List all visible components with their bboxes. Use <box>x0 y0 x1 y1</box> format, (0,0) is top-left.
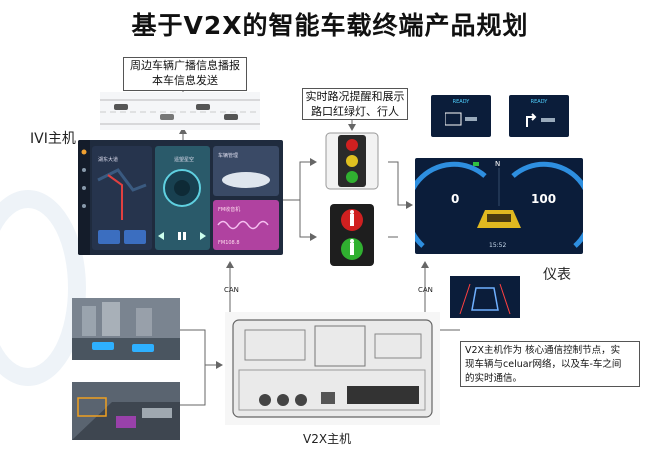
arrow-ivi-to-ped <box>299 200 317 241</box>
car-outline-icon <box>471 287 499 311</box>
waveform-icon <box>217 220 269 230</box>
connector-port-icon <box>295 394 307 406</box>
car-icon <box>196 104 210 110</box>
ivi-screen: 湖东大道 遥望星空 车辆管理 FM收音机 FM108.8 <box>78 140 283 255</box>
vehicle-marker-icon <box>132 344 154 352</box>
broadcast-line-1: 周边车辆广播信息播报 <box>130 59 240 72</box>
detection-box-icon <box>77 397 107 417</box>
yellow-light-icon <box>346 155 358 167</box>
can-label-right: CAN <box>418 286 433 294</box>
arrow-ivi-to-light <box>283 158 317 201</box>
radio-frequency: FM108.8 <box>218 240 240 246</box>
arrow-sensor-top <box>180 329 223 369</box>
ethernet-port-icon <box>321 392 335 404</box>
left-gauge-arc <box>415 161 487 248</box>
cluster-clock: 15:52 <box>489 242 507 249</box>
ivi-label: IVI主机 <box>30 131 76 147</box>
page-title: 基于V2X的智能车载终端产品规划 <box>131 11 529 40</box>
radio-label: FM收音机 <box>218 207 241 213</box>
screen-icon <box>445 112 462 126</box>
arrow-light-to-cluster <box>388 161 413 209</box>
car-icon <box>160 114 174 120</box>
vehicle-marker-icon <box>92 342 114 350</box>
connector-port-icon <box>259 394 271 406</box>
green-light-icon <box>346 171 358 183</box>
v2x-desc-line-3: 的实时通信。 <box>465 373 523 384</box>
v2x-desc-line-1: V2X主机作为 核心通信控制节点，实 <box>465 345 621 356</box>
nav-button[interactable] <box>98 230 120 244</box>
traffic-line-2: 路口红绿灯、行人 <box>311 105 399 118</box>
car-label: 车辆管理 <box>218 153 239 159</box>
v2x-desc-line-2: 现车辆与celuar网络，以及车-车之间 <box>465 359 622 370</box>
car-image-icon <box>222 172 270 188</box>
indicator-icon <box>473 162 479 166</box>
media-title: 遥望星空 <box>174 157 195 163</box>
radio-tile[interactable] <box>213 200 279 250</box>
notice-panel-1: READY <box>431 95 491 137</box>
parking-view-image <box>450 276 520 318</box>
sensor-view-top <box>72 298 180 360</box>
notice-status-1: READY <box>452 99 470 105</box>
right-gauge-arc <box>511 161 583 248</box>
instrument-cluster: 0 100 N 15:52 <box>415 158 583 254</box>
next-icon[interactable] <box>200 232 206 240</box>
pin-connector-icon <box>347 386 419 404</box>
menu-icon <box>82 168 86 172</box>
menu-icon <box>82 186 86 190</box>
heading-indicator: N <box>495 160 501 168</box>
car-icon <box>114 104 128 110</box>
traffic-info-box: 实时路况提醒和展示 路口红绿灯、行人 <box>302 88 408 120</box>
pedestrian-light-image <box>330 204 374 266</box>
nav-label: 湖东大道 <box>98 157 119 163</box>
car-icon <box>224 114 238 120</box>
turn-arrow-icon <box>526 113 537 127</box>
red-light-icon <box>346 139 358 151</box>
v2x-description-box: V2X主机作为 核心通信控制节点，实 现车辆与celuar网络，以及车-车之间 … <box>460 341 640 387</box>
nav-button[interactable] <box>124 230 146 244</box>
right-gauge-value: 100 <box>531 192 557 206</box>
detection-area-icon <box>116 416 136 428</box>
pause-icon[interactable] <box>178 232 181 240</box>
can-label-left: CAN <box>224 286 239 294</box>
traffic-line-1: 实时路况提醒和展示 <box>305 90 405 103</box>
home-icon <box>81 149 87 155</box>
left-gauge-value: 0 <box>451 192 460 206</box>
traffic-light-image <box>325 132 379 190</box>
menu-icon <box>82 204 86 208</box>
v2x-label: V2X主机 <box>303 432 352 446</box>
prev-icon[interactable] <box>158 232 164 240</box>
route-line <box>107 174 123 220</box>
notice-status-2: READY <box>530 99 548 105</box>
cluster-label: 仪表 <box>543 267 571 283</box>
sensor-view-bottom <box>72 382 180 440</box>
broadcast-line-2: 本车信息发送 <box>152 74 218 87</box>
v2x-host-image <box>225 312 440 425</box>
broadcast-info-box: 周边车辆广播信息播报 本车信息发送 <box>123 57 247 91</box>
line-sensor-bottom <box>180 365 206 406</box>
connector-port-icon <box>277 394 289 406</box>
road-strip-image <box>100 92 260 130</box>
notice-panel-2: READY <box>509 95 569 137</box>
